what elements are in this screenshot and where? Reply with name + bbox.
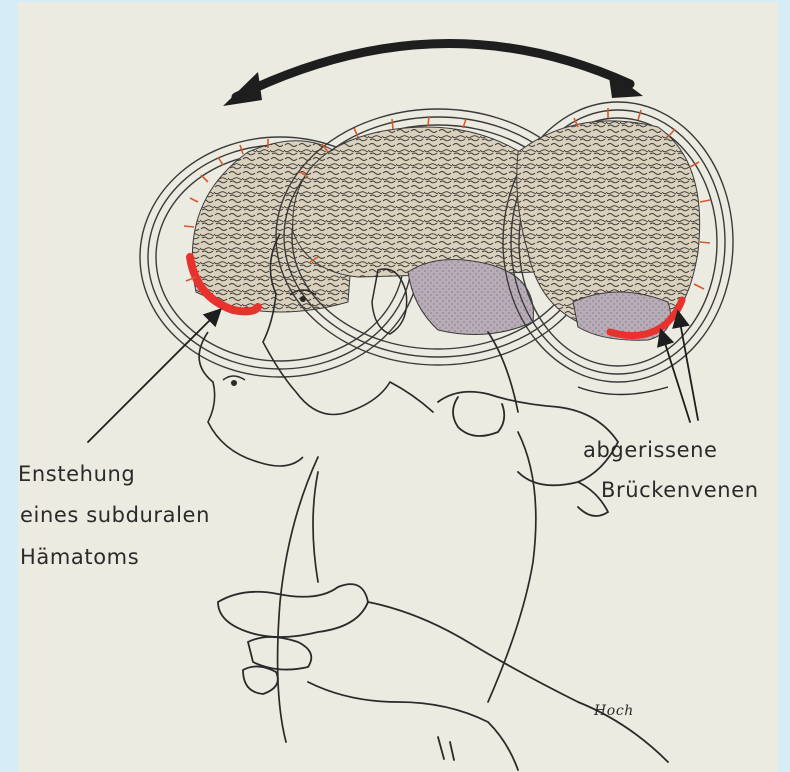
label-left-line3: Hämatoms xyxy=(20,547,139,568)
label-right-line2: Brückenvenen xyxy=(601,480,759,501)
label-left-line2: eines subduralen xyxy=(20,505,210,526)
slide-illustration: Enstehung eines subduralen Hämatoms abge… xyxy=(18,2,778,772)
label-right-line1: abgerissene xyxy=(583,440,718,461)
shaken-baby-illustration xyxy=(18,2,778,772)
double-headed-curved-arrow-icon xyxy=(223,44,643,106)
head-position-right xyxy=(503,102,733,395)
artist-signature: Hoch xyxy=(594,704,634,718)
infant-body xyxy=(278,332,536,742)
label-left-line1: Enstehung xyxy=(18,464,135,485)
